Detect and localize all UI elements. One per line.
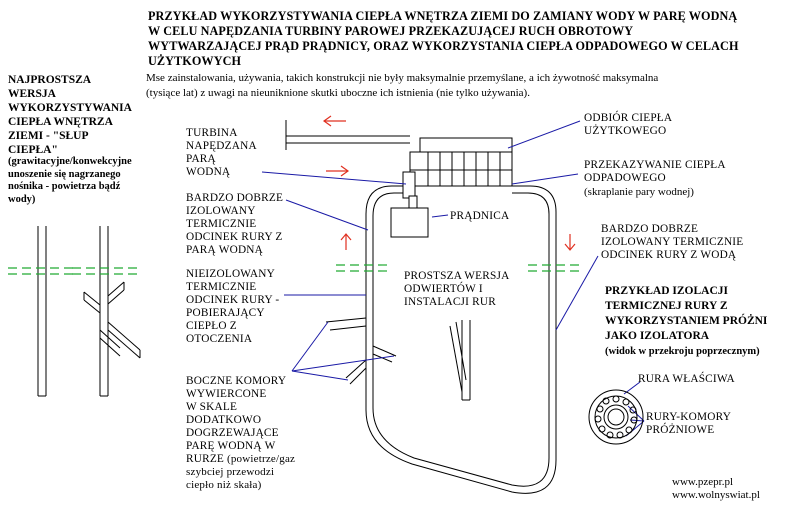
diagram-title: PRZYKŁAD WYKORZYSTYWANIA CIEPŁA WNĘTRZA …: [148, 9, 739, 68]
ground-lines-main: [336, 264, 580, 272]
heat-pickup-label: ODBIÓR CIEPŁA UŻYTKOWEGO: [584, 112, 673, 137]
flow-arrows: [322, 115, 576, 251]
insulated-steam-label: BARDZO DOBRZE IZOLOWANY TERMICZNIE ODCIN…: [186, 192, 284, 256]
uninsulated-pipe-label: NIEIZOLOWANY TERMICZNIE ODCINEK RURY - P…: [186, 268, 280, 345]
turbine-body: [402, 171, 418, 213]
waste-heat-label: PRZEKAZYWANIE CIEPŁA ODPADOWEGO: [584, 159, 726, 184]
side-chambers-main: BOCZNE KOMORY WYWIERCONE W SKALE DODATKO…: [186, 375, 287, 465]
proper-pipe-label: RURA WŁAŚCIWA: [638, 373, 735, 385]
simple-version-label: PROSTSZA WERSJA ODWIERTÓW I INSTALACJI R…: [404, 270, 510, 308]
side-chambers-label: BOCZNE KOMORY WYWIERCONE W SKALE DODATKO…: [186, 362, 295, 492]
insulated-water-label: BARDZO DOBRZE IZOLOWANY TERMICZNIE ODCIN…: [601, 223, 744, 261]
ground-lines-left: [8, 267, 140, 275]
heat-column-left: [37, 226, 47, 397]
side-chambers-drawing: [325, 317, 397, 385]
credit-site-1: www.pzepr.pl: [672, 476, 733, 488]
vacuum-chambers-label: RURY-KOMORY PRÓŻNIOWE: [646, 411, 732, 436]
heat-column-right: [83, 226, 141, 397]
side-chambers-note: (powietrze/gaz szybciej przewodzi ciepło…: [186, 453, 296, 491]
condensation-label: (skraplanie pary wodnej): [584, 186, 694, 198]
inner-wells: [449, 320, 471, 401]
generator-box: [390, 207, 429, 238]
cross-section-label: (widok w przekroju poprzecznym): [605, 346, 760, 357]
insulation-cross-section: [588, 389, 644, 445]
insulation-example-label: PRZYKŁAD IZOLACJI TERMICZNEJ RURY Z WYKO…: [605, 285, 768, 342]
turbine-shaft: [285, 120, 410, 150]
heat-exchanger: [409, 137, 513, 187]
generator-label: PRĄDNICA: [450, 210, 510, 222]
left-column-note: (grawitacyjne/konwekcyjne unoszenie się …: [8, 156, 132, 205]
pipe-loop: [365, 185, 557, 494]
turbine-label: TURBINA NAPĘDZANA PARĄ WODNĄ: [186, 127, 257, 178]
leader-lines: [261, 120, 645, 437]
credit-site-2: www.wolnyswiat.pl: [672, 489, 760, 501]
left-column-title: NAJPROSTSZA WERSJA WYKORZYSTYWANIA CIEPŁ…: [8, 74, 132, 156]
diagram-subtitle: Mse zainstalowania, używania, takich kon…: [146, 72, 659, 99]
